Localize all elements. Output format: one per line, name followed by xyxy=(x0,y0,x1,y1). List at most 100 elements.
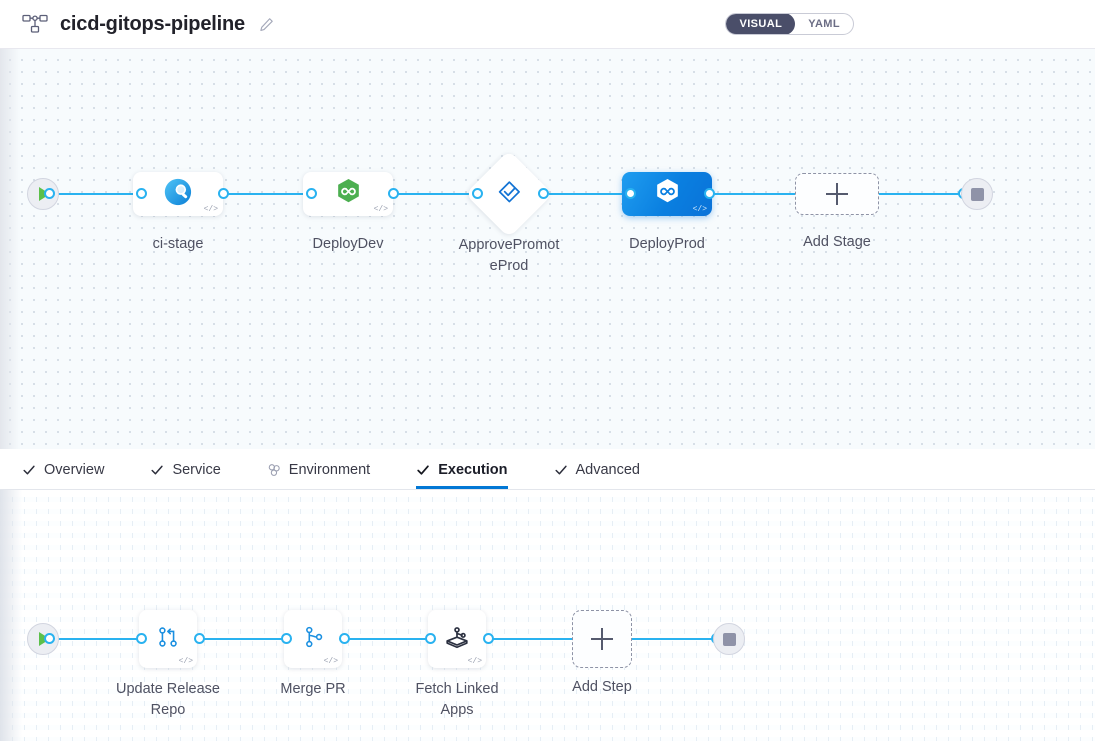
port-update-in[interactable] xyxy=(136,633,147,644)
edge-deployprod-addstage xyxy=(708,193,798,195)
steps-end-node[interactable] xyxy=(713,623,745,655)
add-step-box[interactable] xyxy=(572,610,632,668)
port-fetch-out[interactable] xyxy=(483,633,494,644)
tab-label: Overview xyxy=(44,462,105,478)
stage-card-selected[interactable]: </> xyxy=(622,172,712,216)
stage-node-ci-stage[interactable]: </> xyxy=(133,172,223,216)
port-deploydev-out[interactable] xyxy=(388,188,399,199)
view-mode-toggle[interactable]: VISUAL YAML xyxy=(725,13,854,35)
port-steps-start-out[interactable] xyxy=(44,633,55,644)
tab-label: Execution xyxy=(438,462,508,478)
tab-label: Advanced xyxy=(575,462,641,478)
edge-start-update xyxy=(48,638,140,640)
ci-build-icon xyxy=(163,177,193,212)
toggle-visual[interactable]: VISUAL xyxy=(726,14,796,34)
code-badge: </> xyxy=(203,205,218,214)
tab-environment[interactable]: Environment xyxy=(267,449,370,489)
port-deployprod-out[interactable] xyxy=(704,188,715,199)
approval-check-icon xyxy=(496,178,523,210)
pipeline-end-node[interactable] xyxy=(961,178,993,210)
port-ci-in[interactable] xyxy=(136,188,147,199)
step-node-merge-pr[interactable]: </> xyxy=(284,610,342,668)
pencil-edit-icon[interactable] xyxy=(259,17,274,32)
stage-node-deploy-prod[interactable]: </> xyxy=(622,172,712,216)
plus-icon xyxy=(591,628,613,650)
stage-card[interactable]: </> xyxy=(133,172,223,216)
git-pull-request-icon xyxy=(155,624,181,655)
linked-apps-icon xyxy=(443,623,471,656)
toggle-yaml[interactable]: YAML xyxy=(808,18,840,30)
approval-diamond[interactable] xyxy=(465,150,553,238)
step-node-update-release-repo[interactable]: </> xyxy=(139,610,197,668)
execution-steps-canvas[interactable]: </> Update Release Repo xyxy=(0,490,1095,741)
edge-update-merge xyxy=(198,638,290,640)
step-card[interactable]: </> xyxy=(428,610,486,668)
code-badge: </> xyxy=(692,205,707,214)
cluster-icon xyxy=(267,463,281,477)
stage-label-ci-stage: ci-stage xyxy=(152,236,204,252)
step-node-fetch-linked-apps[interactable]: </> xyxy=(428,610,486,668)
check-icon xyxy=(554,463,568,477)
header-right: VISUAL YAML xyxy=(725,13,1095,35)
step-card[interactable]: </> xyxy=(284,610,342,668)
port-deployprod-in[interactable] xyxy=(625,188,636,199)
code-badge: </> xyxy=(178,657,193,666)
stage-label-approve-promote-prod: ApprovePromot eProd xyxy=(458,237,560,274)
port-start-out[interactable] xyxy=(44,188,55,199)
tab-advanced[interactable]: Advanced xyxy=(554,449,641,489)
stage-node-approve-promote-prod[interactable] xyxy=(465,150,553,238)
stage-canvas[interactable]: </> ci-stage </> DeployDev xyxy=(0,49,1095,449)
port-merge-in[interactable] xyxy=(281,633,292,644)
step-label-update-release-repo: Update Release Repo xyxy=(116,681,220,718)
check-icon xyxy=(22,463,36,477)
port-update-out[interactable] xyxy=(194,633,205,644)
edge-fetch-addstep xyxy=(486,638,578,640)
edge-addstep-end xyxy=(628,638,724,640)
stop-icon xyxy=(970,187,984,201)
cd-hexagon-icon xyxy=(334,177,363,211)
git-branch-icon xyxy=(300,624,326,655)
end-circle[interactable] xyxy=(713,623,745,655)
code-badge: </> xyxy=(467,657,482,666)
tab-service[interactable]: Service xyxy=(150,449,221,489)
stage-label-deploy-dev: DeployDev xyxy=(312,236,384,252)
port-fetch-in[interactable] xyxy=(425,633,436,644)
stage-label-deploy-prod: DeployProd xyxy=(629,236,705,252)
edge-approve-deployprod xyxy=(542,193,626,195)
port-ci-out[interactable] xyxy=(218,188,229,199)
tab-execution[interactable]: Execution xyxy=(416,449,508,489)
add-step-label: Add Step xyxy=(572,679,632,695)
check-icon xyxy=(416,463,430,477)
app-header: cicd-gitops-pipeline VISUAL YAML xyxy=(0,0,1095,49)
stage-node-deploy-dev[interactable]: </> xyxy=(303,172,393,216)
page-title: cicd-gitops-pipeline xyxy=(60,12,245,35)
code-badge: </> xyxy=(373,205,388,214)
port-merge-out[interactable] xyxy=(339,633,350,644)
port-deploydev-in[interactable] xyxy=(306,188,317,199)
stop-icon xyxy=(722,632,736,646)
tab-label: Environment xyxy=(288,462,371,478)
port-approve-out[interactable] xyxy=(538,188,549,199)
port-approve-in[interactable] xyxy=(472,188,483,199)
stage-card[interactable]: </> xyxy=(303,172,393,216)
add-stage-button[interactable] xyxy=(795,173,879,215)
tab-label: Service xyxy=(172,462,221,478)
step-card[interactable]: </> xyxy=(139,610,197,668)
edge-deploydev-approve xyxy=(394,193,476,195)
pipeline-icon xyxy=(22,14,48,34)
header-left: cicd-gitops-pipeline xyxy=(0,13,274,36)
add-step-button[interactable] xyxy=(572,610,632,668)
check-icon xyxy=(150,463,164,477)
end-circle[interactable] xyxy=(961,178,993,210)
edge-addstage-end xyxy=(878,193,964,195)
add-stage-box[interactable] xyxy=(795,173,879,215)
step-label-fetch-linked-apps: Fetch Linked Apps xyxy=(415,681,499,718)
code-badge: </> xyxy=(323,657,338,666)
plus-icon xyxy=(826,183,848,205)
tab-overview[interactable]: Overview xyxy=(22,449,104,489)
step-label-merge-pr: Merge PR xyxy=(280,681,346,697)
stage-tabbar: Overview Service Environment xyxy=(0,449,1095,490)
edge-start-ci xyxy=(48,193,140,195)
edge-ci-deploydev xyxy=(222,193,314,195)
